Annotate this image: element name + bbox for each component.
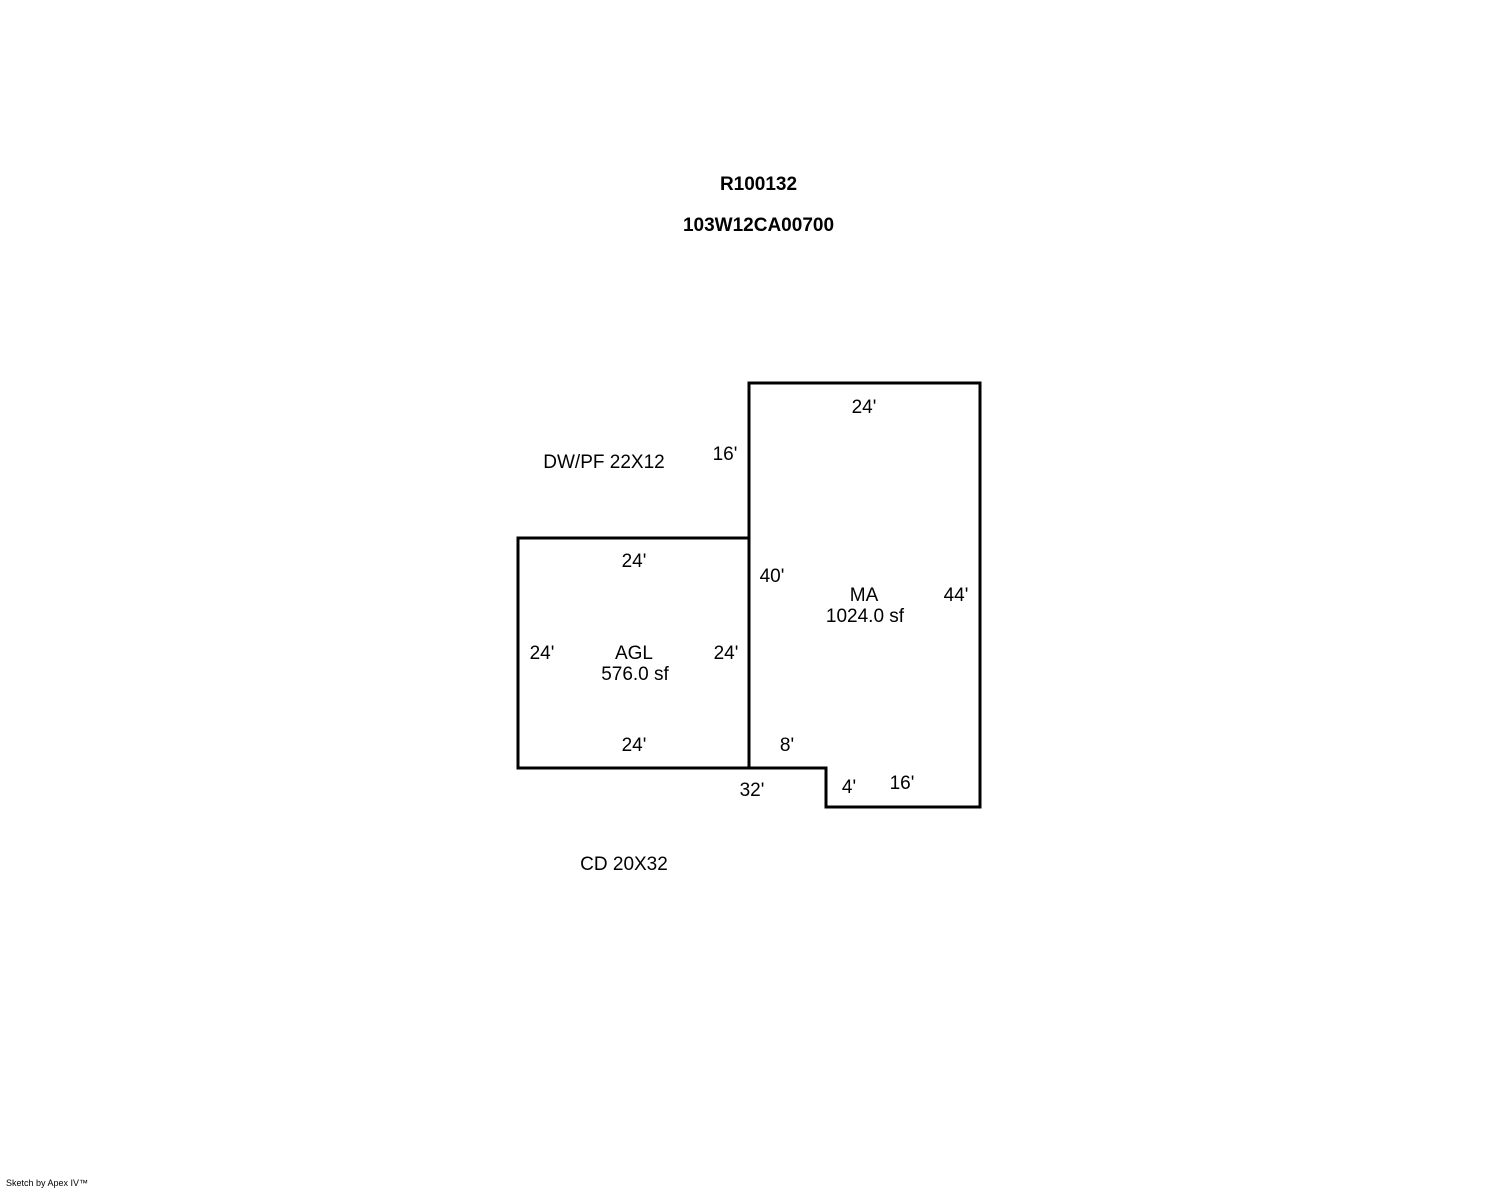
dim-agl-right: 24' (714, 643, 739, 664)
sketch-credit: Sketch by Apex IV™ (6, 1178, 89, 1188)
ma-area-size: 1024.0 sf (826, 606, 905, 627)
dim-ma-left-lower: 40' (760, 566, 785, 587)
note-deck: CD 20X32 (580, 854, 668, 875)
agl-area-code: AGL (615, 643, 653, 664)
record-id: R100132 (719, 174, 798, 195)
dim-ma-bottom: 16' (890, 773, 915, 794)
parcel-id: 103W12CA00700 (682, 215, 835, 236)
dim-agl-top: 24' (622, 551, 647, 572)
dim-ma-right: 44' (944, 585, 969, 606)
agl-area-outline (516, 536, 751, 770)
dim-ma-top: 24' (852, 397, 877, 418)
dim-ma-notch-vertical: 8' (780, 735, 794, 756)
agl-area-size: 576.0 sf (601, 664, 669, 685)
dim-shared-bottom: 32' (740, 780, 765, 801)
ma-area-code: MA (850, 585, 879, 606)
dim-ma-notch-step: 4' (842, 777, 856, 798)
note-driveway: DW/PF 22X12 (543, 452, 664, 473)
dim-agl-bottom: 24' (622, 735, 647, 756)
dim-ma-left-upper: 16' (713, 444, 738, 465)
dim-agl-left: 24' (530, 643, 555, 664)
